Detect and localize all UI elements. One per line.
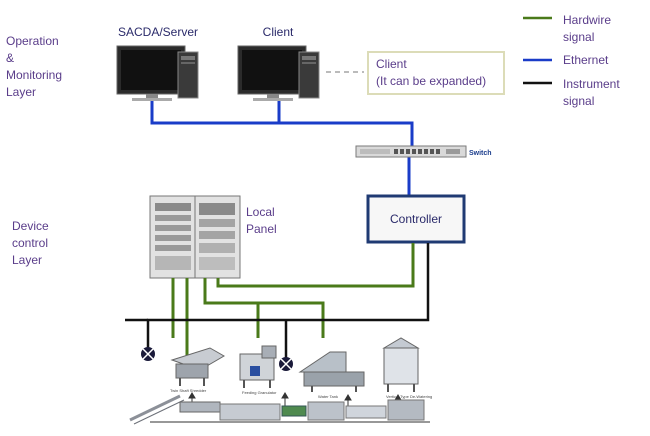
server-label: SACDA/Server: [118, 25, 198, 39]
local-panel-cabinet-icon: [149, 195, 241, 279]
equipment-caption: Vertical Type De-Watering: [386, 394, 432, 399]
equipment-caption: Water Tank: [318, 394, 338, 399]
device-control-layer-label: Device control Layer: [12, 219, 52, 267]
legend-instrument-label: Instrument signal: [563, 77, 623, 108]
local-panel-label: Local Panel: [246, 205, 278, 236]
network-switch-icon: [355, 145, 467, 158]
controller-label: Controller: [390, 212, 442, 226]
shredder-equipment-icon: [170, 347, 225, 386]
arrow-up-icons: [188, 392, 402, 406]
operation-layer-label: Operation & Monitoring Layer: [6, 34, 65, 99]
instrument-links: [125, 243, 430, 358]
legend: Hardwire signal Ethernet Instrument sign…: [523, 13, 623, 108]
dewatering-equipment-icon: [382, 337, 420, 392]
legend-hardwire-label: Hardwire signal: [563, 13, 614, 44]
client-workstation-icon: [237, 45, 320, 101]
server-workstation-icon: [116, 45, 199, 101]
conveyor-line-icon: [129, 394, 430, 425]
valve-icon: [279, 357, 293, 371]
switch-label: Switch: [469, 150, 492, 157]
ethernet-links: [150, 101, 414, 196]
valve-icon: [141, 347, 155, 361]
equipment-caption: Feeding Granulator: [242, 390, 277, 395]
controller-box: Controller: [366, 194, 466, 244]
client-expand-box: Client (It can be expanded): [367, 51, 505, 95]
client-label: Client: [263, 25, 294, 39]
client-expand-text: Client (It can be expanded): [376, 57, 486, 88]
granulator-equipment-icon: [239, 345, 277, 388]
equipment-caption: Twin Shaft Shredder: [170, 388, 207, 393]
legend-ethernet-label: Ethernet: [563, 53, 609, 67]
water-tank-equipment-icon: [298, 351, 365, 392]
